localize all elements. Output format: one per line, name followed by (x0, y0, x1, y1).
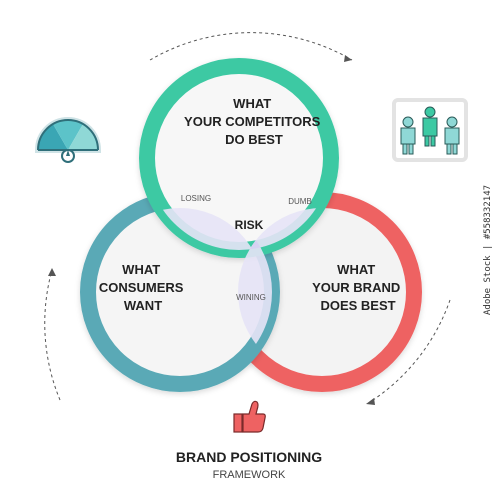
arrowhead-top (344, 55, 352, 62)
losing-label: LOSING (181, 194, 211, 203)
arrowhead-right (366, 398, 375, 405)
cycle-arrow-left (44, 269, 61, 401)
footer-title: BRAND POSITIONING (176, 449, 322, 465)
dumb-label: DUMB (288, 197, 312, 206)
cycle-arrow-right (369, 299, 451, 403)
stock-id-stamp: Adobe Stock | #558332147 (483, 185, 493, 315)
brand-label: WHAT YOUR BRAND DOES BEST (312, 262, 404, 313)
footer-subtitle: FRAMEWORK (213, 469, 286, 481)
thumbs-up-icon (229, 398, 269, 438)
competitors-label: WHAT YOUR COMPETITORS DO BEST (184, 96, 324, 147)
gauge-icon (34, 117, 102, 163)
risk-label: RISK (235, 218, 264, 232)
cycle-arrow-top (149, 32, 353, 61)
wining-label: WINING (236, 293, 266, 302)
arrowhead-left (48, 268, 56, 276)
people-podium-icon (392, 98, 468, 162)
consumers-label: WHAT CONSUMERS WANT (99, 262, 187, 313)
